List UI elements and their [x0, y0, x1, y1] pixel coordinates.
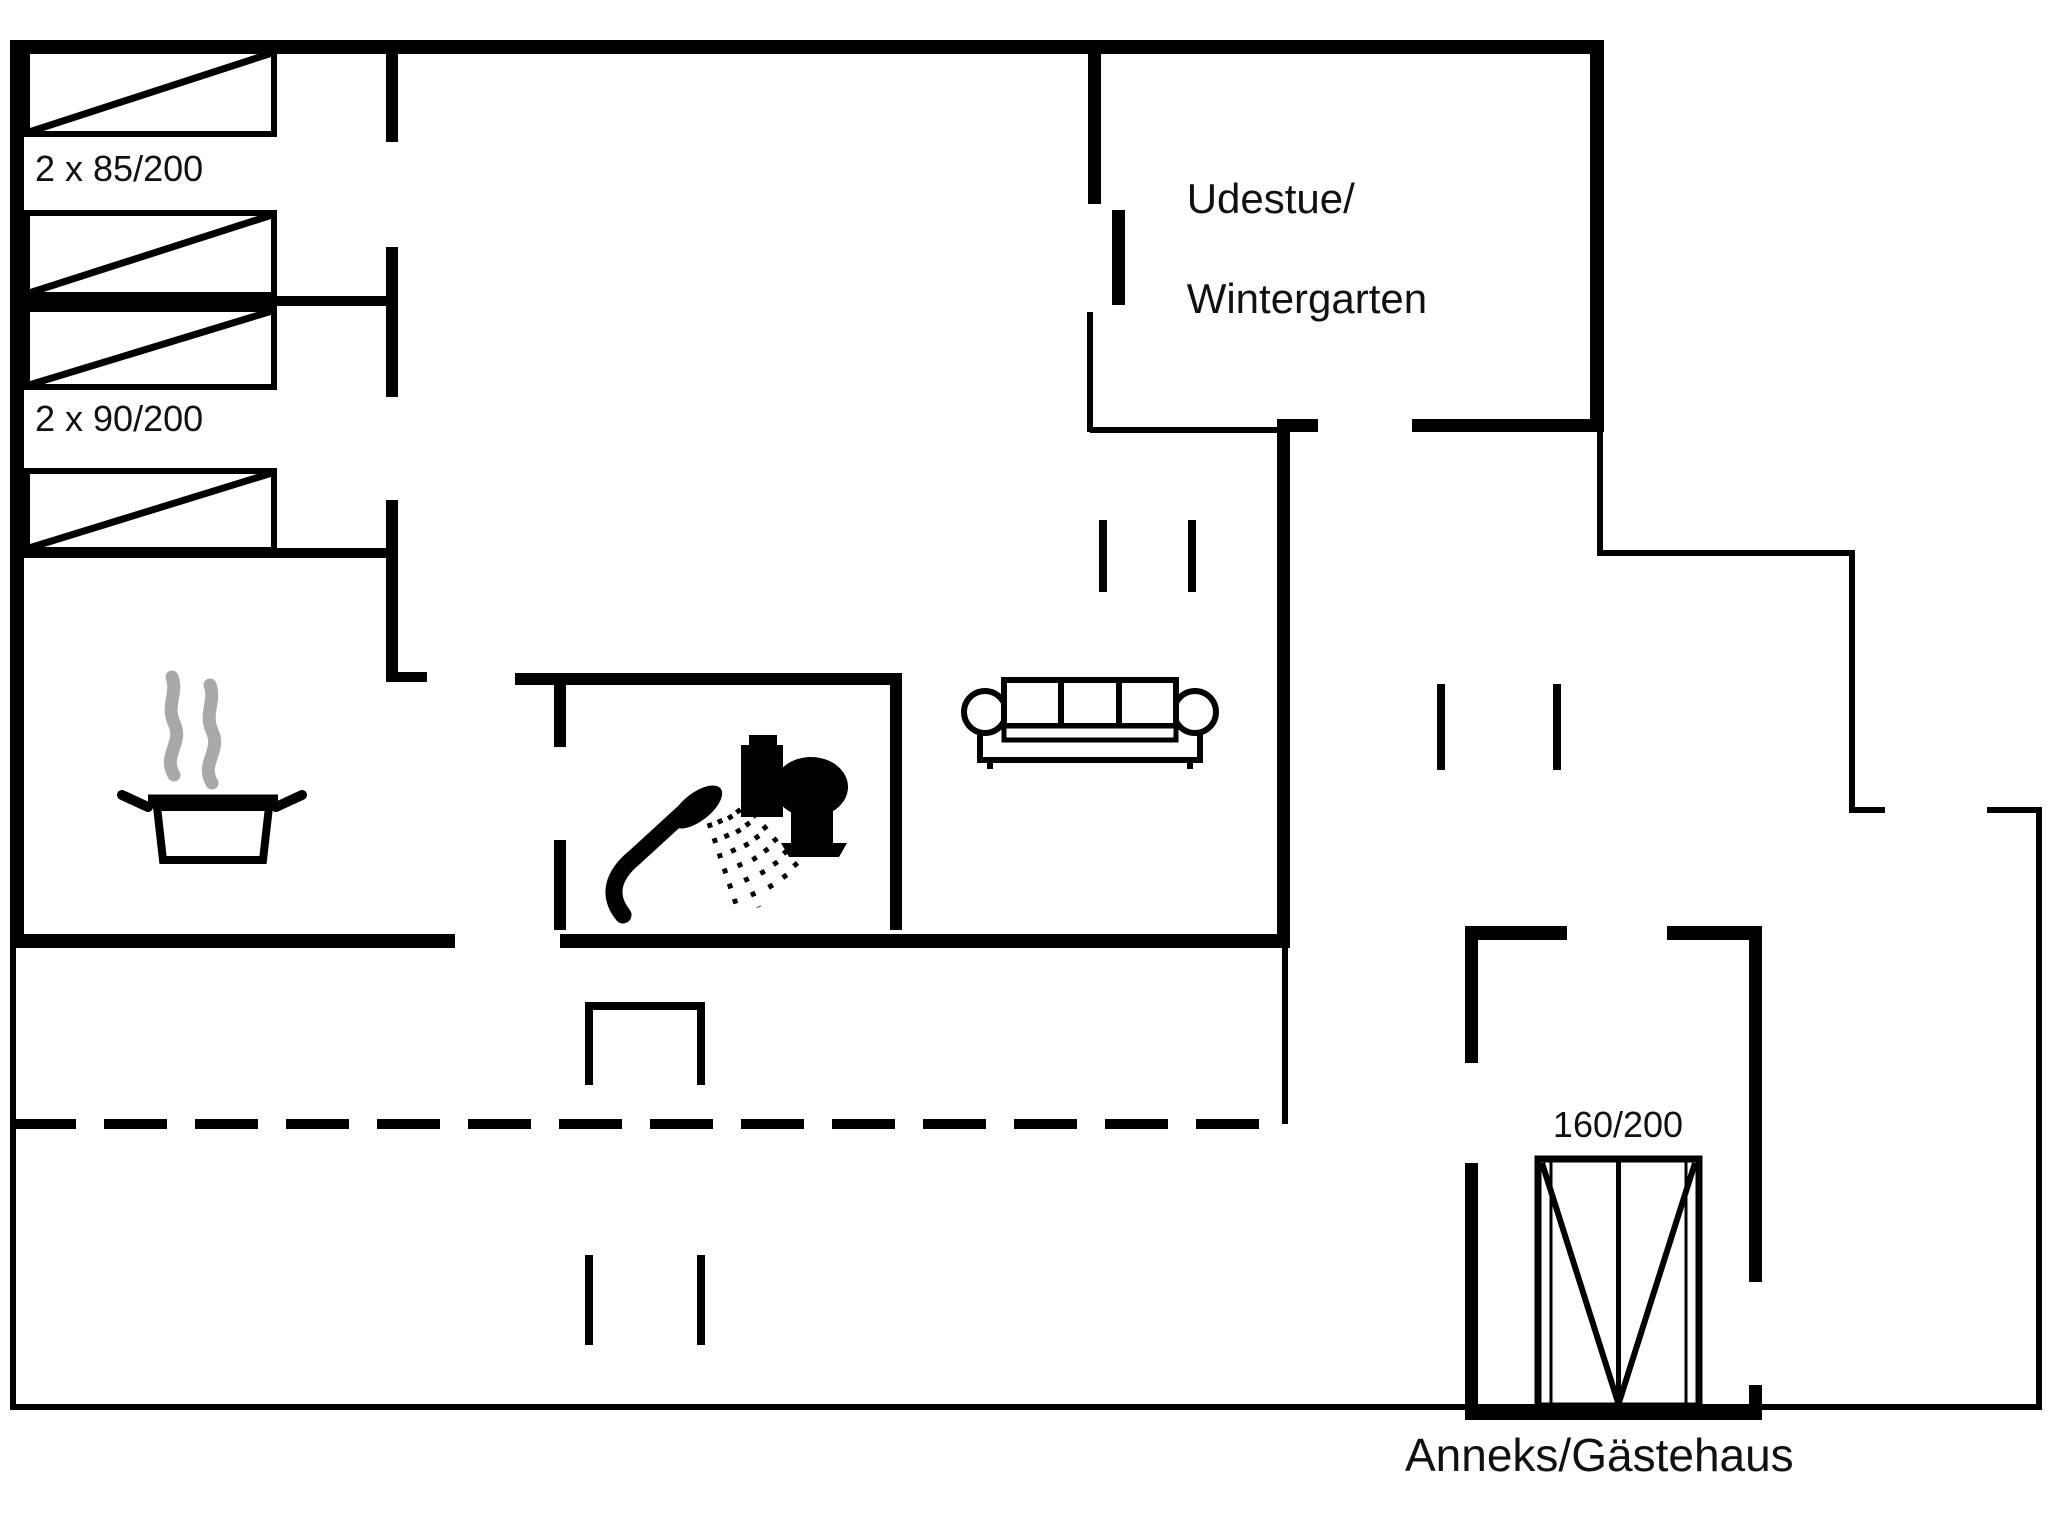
single-bed-icon	[24, 48, 277, 137]
wintergarten-left-thin	[1087, 312, 1093, 432]
living-room-right-wall	[1277, 423, 1290, 948]
right-step-horizontal	[1597, 550, 1852, 556]
outer-top-wall	[10, 40, 1604, 54]
outer-left-wall	[10, 40, 24, 948]
sofa-icon	[961, 677, 1219, 769]
wintergarten-room-label: Udestue/ Wintergarten	[1140, 124, 1427, 374]
annex-top-wall-right	[1667, 926, 1762, 940]
step-left	[585, 1002, 593, 1085]
annex-left-wall-lower	[1465, 1163, 1478, 1415]
terrace-left-boundary	[10, 948, 16, 1410]
right-step-vertical-2	[1849, 550, 1855, 812]
hall-wall-foot	[386, 672, 427, 682]
wintergarten-left-wall	[1088, 54, 1101, 204]
window-tick	[1099, 520, 1107, 592]
wintergarten-door-leaf	[1112, 210, 1125, 305]
single-bed-icon	[24, 468, 277, 553]
terrace-connector	[1282, 948, 1288, 1124]
single-bed-icon	[24, 210, 277, 298]
bathroom-left-wall-lower	[554, 840, 566, 930]
hall-wall-seg3	[386, 500, 398, 682]
single-bed-icon	[24, 306, 277, 390]
bathroom-left-wall-upper	[554, 685, 566, 747]
terrace-right-boundary	[2036, 807, 2042, 1410]
kitchen-top-wall	[10, 548, 398, 558]
living-room-top-thin	[1090, 427, 1277, 433]
bedroom1-bed-size-label: 2 x 85/200	[35, 148, 204, 189]
hall-wall-seg1	[386, 40, 398, 142]
toilet-icon	[741, 735, 848, 857]
wintergarten-right-wall	[1590, 40, 1604, 432]
terrace-dashed-boundary	[13, 1119, 1285, 1129]
bedroom2-bed-size-label: 2 x 90/200	[35, 398, 204, 439]
hall-wall-seg2	[386, 247, 398, 397]
house-bottom-wall-left	[10, 934, 455, 948]
annex-top-wall-left	[1465, 926, 1567, 940]
bathroom-right-wall	[890, 685, 902, 930]
right-step-vertical-1	[1597, 432, 1603, 553]
house-bottom-wall-right	[560, 934, 1290, 948]
wintergarten-bottom-wall	[1412, 419, 1604, 432]
annex-left-wall-upper	[1465, 926, 1478, 1063]
terrace-bottom-boundary	[10, 1404, 2042, 1410]
wintergarten-bottom-stub	[1277, 419, 1318, 432]
step-right	[697, 1002, 705, 1085]
window-tick	[1553, 684, 1561, 770]
window-tick	[1188, 520, 1196, 592]
cooking-pot-icon	[117, 670, 307, 864]
wintergarten-label-line1: Udestue/	[1186, 175, 1355, 222]
window-tick	[585, 1255, 593, 1345]
shower-icon	[605, 785, 803, 924]
annex-bed-size-label: 160/200	[1552, 1104, 1684, 1145]
right-corner-horizontal	[1987, 807, 2042, 813]
bathroom-top-wall	[515, 673, 902, 685]
wintergarten-label-line2: Wintergarten	[1186, 275, 1428, 322]
double-bed-icon	[1534, 1155, 1703, 1410]
bedroom-divider-wall	[10, 296, 398, 306]
right-opening-stub	[1849, 807, 1885, 813]
window-tick	[697, 1255, 705, 1345]
step-top	[585, 1002, 705, 1010]
annex-name-label: Anneks/Gästehaus	[1405, 1429, 1794, 1481]
window-tick	[1437, 684, 1445, 770]
annex-right-wall-upper	[1749, 926, 1762, 1282]
